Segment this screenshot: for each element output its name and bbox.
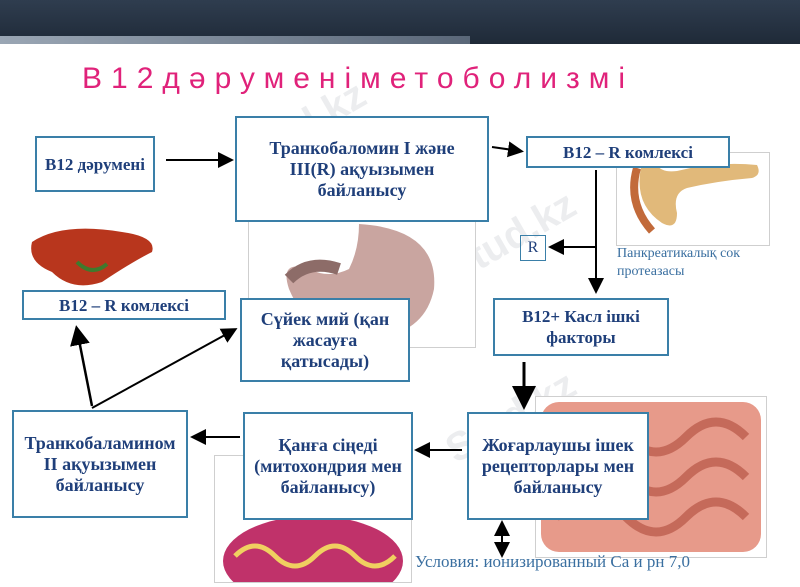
node-b12-castle-factor: B12+ Касл ішкі факторы	[493, 298, 669, 356]
node-r: R	[520, 235, 546, 261]
node-ileum-receptors: Жоғарлаушы ішек рецепторлары мен байланы…	[467, 412, 649, 520]
arrow-to-left-complex	[70, 325, 94, 407]
conditions-note: Условия: ионизированный Ca и рн 7,0	[415, 552, 690, 571]
slide-title: B12дәруменіметоболизмі	[82, 62, 635, 95]
top-bar-highlight	[0, 36, 470, 44]
node-blood-absorption: Қанға сіңеді (митохондрия мен байланысу)	[243, 412, 413, 520]
liver-image	[22, 222, 162, 292]
liver-icon	[31, 228, 153, 286]
node-b12-vitamin: B12 дәрумені	[35, 136, 155, 192]
pancreas-icon	[630, 163, 759, 234]
node-trankobalomin: Транкобаломин I және III(R) ақуызымен ба…	[235, 116, 489, 222]
mitochondria-icon	[223, 516, 403, 587]
slide-top-bar	[0, 0, 800, 44]
node-b12-r-complex-left: B12 – R комлексі	[22, 290, 226, 320]
node-trankobalamin-2: Транкобаламином II ақуызымен байланысу	[12, 410, 188, 518]
arrow-trankobalomin-to-complex	[491, 141, 524, 158]
node-bone-marrow: Сүйек мий (қан жасауға қатысады)	[240, 298, 410, 382]
label-pancreatic-juice: Панкреатикалық сок протеазасы	[617, 246, 741, 279]
arrow-to-bone-marrow	[91, 328, 238, 409]
node-b12-r-complex-top: B12 – R комлексі	[526, 136, 730, 168]
